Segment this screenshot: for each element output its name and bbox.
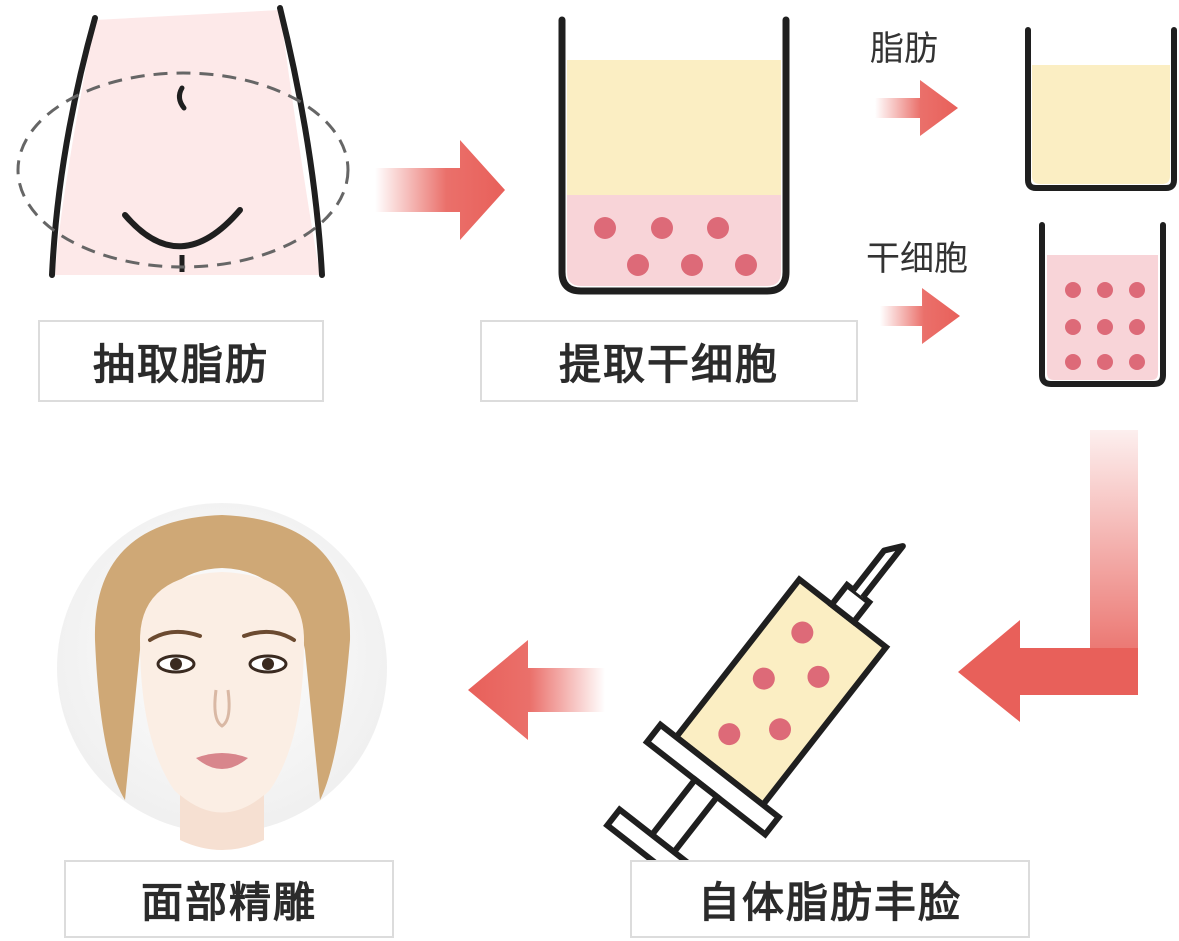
- nose-icon: [213, 689, 231, 728]
- step-label-text: 提取干细胞: [558, 339, 779, 389]
- stem-cell-beaker-outline: [1039, 222, 1166, 387]
- fat-beaker-outline: [1025, 27, 1177, 191]
- cell-dot: [681, 254, 703, 276]
- step-label-text: 面部精雕: [140, 877, 317, 927]
- fat-beaker: [1025, 27, 1177, 191]
- small-cell-dots: [1065, 282, 1145, 370]
- fat-beaker-fill: [1032, 65, 1170, 184]
- cell-dot: [1065, 354, 1081, 370]
- step-label-face-sculpting: 面部精雕: [64, 860, 394, 938]
- cell-dot: [1097, 319, 1113, 335]
- lips-icon: [196, 753, 248, 769]
- step-label-extract-fat: 抽取脂肪: [38, 320, 324, 402]
- cell-dot: [1065, 319, 1081, 335]
- arrow-right-1: [375, 140, 505, 240]
- cell-dot: [707, 217, 729, 239]
- left-eyebrow-icon: [148, 629, 202, 642]
- cell-dot: [594, 217, 616, 239]
- syringe-cell-dot: [791, 621, 814, 644]
- syringe-needle: [851, 543, 906, 600]
- arrow-right-fat: [875, 80, 958, 136]
- face-illustration: [57, 503, 387, 850]
- cell-dot: [1065, 282, 1081, 298]
- step-label-text: 自体脂肪丰脸: [697, 877, 962, 927]
- cell-dot: [1129, 319, 1145, 335]
- syringe-cell-dot: [752, 667, 775, 690]
- neck: [180, 795, 264, 850]
- cell-dot: [735, 254, 757, 276]
- syringe-cell-dot: [718, 723, 741, 746]
- fat-layer: [567, 60, 781, 195]
- left-iris: [170, 658, 182, 670]
- step-label-text: 抽取脂肪: [92, 339, 269, 389]
- arrow-down-left: [958, 430, 1138, 722]
- step-label-extract-stem-cells: 提取干细胞: [480, 320, 858, 402]
- cell-dot: [1097, 282, 1113, 298]
- cell-dot: [651, 217, 673, 239]
- cell-dot: [1129, 354, 1145, 370]
- syringe-cell-dot: [769, 718, 792, 741]
- right-iris: [262, 658, 274, 670]
- arrow-right-stem-cells: [880, 288, 960, 344]
- syringe-barrel-fill: [676, 579, 887, 805]
- groin-line: [122, 207, 243, 250]
- cell-layer: [567, 195, 781, 286]
- cell-dot: [1097, 354, 1113, 370]
- navel: [176, 85, 187, 111]
- stem-cell-dots: [594, 217, 757, 276]
- cell-dot: [627, 254, 649, 276]
- stem-cell-layer-label: 干细胞: [866, 239, 968, 279]
- torso-left-outline: [49, 15, 98, 278]
- arrow-left-head: [958, 620, 1138, 722]
- large-beaker: [558, 16, 790, 295]
- right-eyebrow-icon: [242, 629, 296, 642]
- abdomen-skin: [55, 10, 320, 275]
- stem-cell-beaker: [1039, 222, 1166, 387]
- beaker-outline: [558, 16, 790, 295]
- syringe-illustration: [603, 543, 906, 898]
- abdomen-illustration: [16, 5, 350, 278]
- arrow-left-2: [468, 640, 605, 740]
- torso-right-outline: [277, 5, 325, 278]
- hair: [94, 515, 351, 800]
- fat-area-dashed-outline: [16, 71, 350, 269]
- syringe-cell-dot: [807, 665, 830, 688]
- step-label-autologous-fat-face: 自体脂肪丰脸: [630, 860, 1030, 938]
- cell-dot: [1129, 282, 1145, 298]
- fat-layer-label: 脂肪: [870, 29, 938, 69]
